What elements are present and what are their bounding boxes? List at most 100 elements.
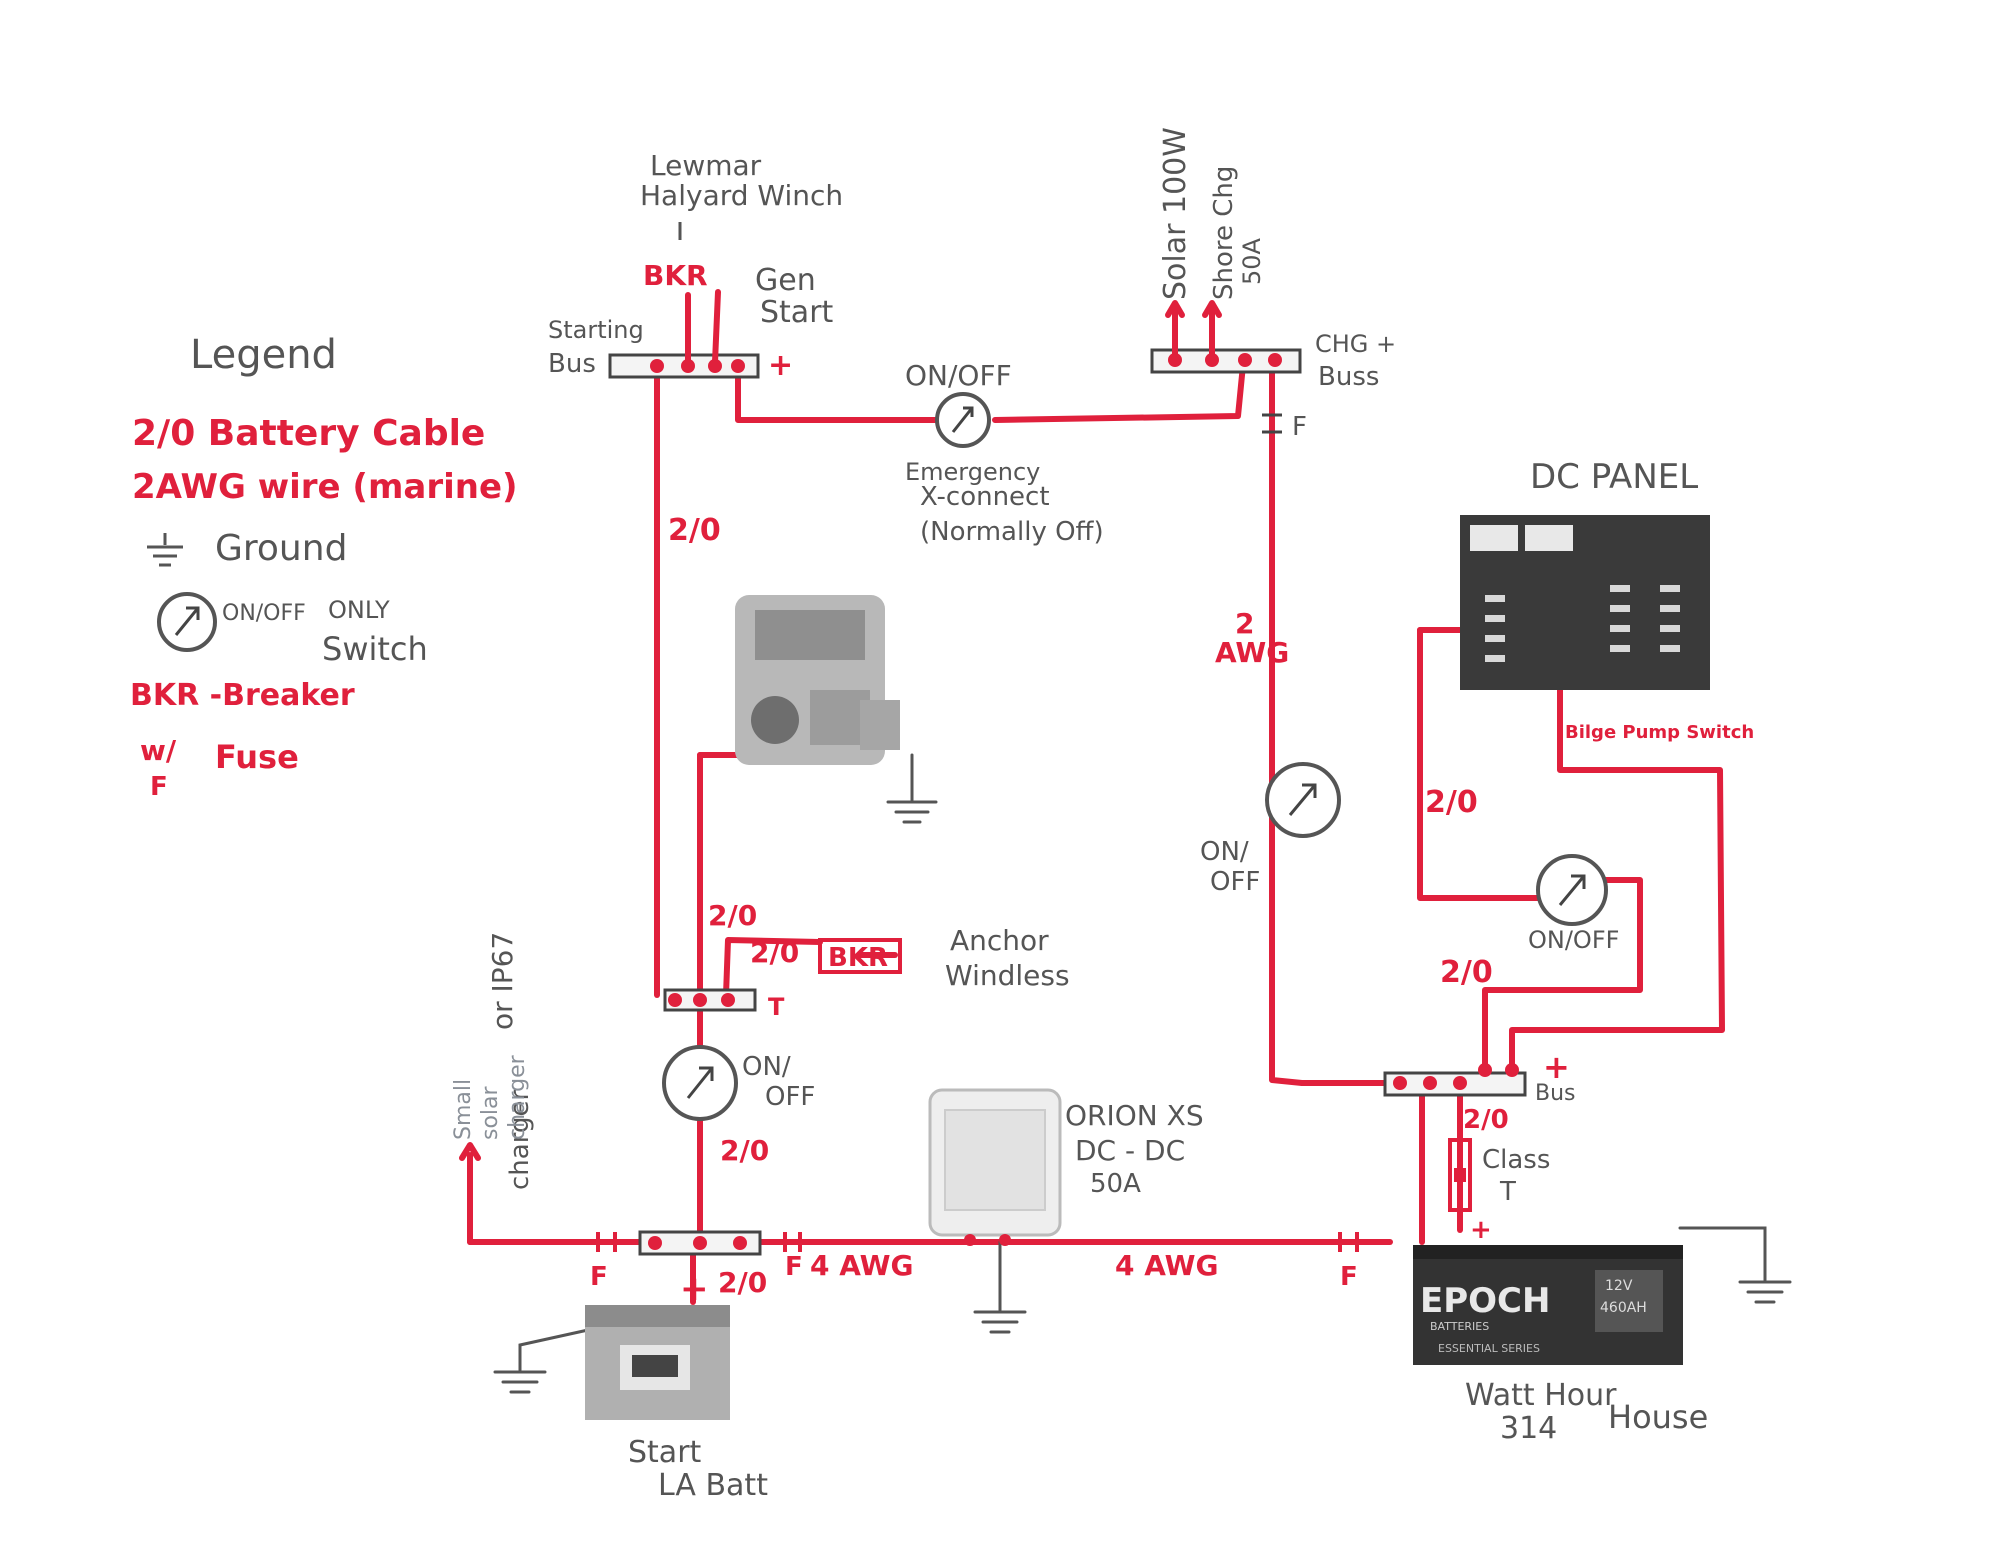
cable-2-0-a: 2/0 [708,899,757,932]
bilge-pump-label: Bilge Pump Switch [1565,722,1754,743]
chg-fuse-label: F [1292,412,1307,442]
chg-bus-line-1: CHG + [1315,330,1396,358]
epoch-voltage: 12V [1605,1278,1633,1294]
orion-line-1: ORION XS [1065,1099,1204,1132]
house-plus: + [1470,1215,1492,1245]
anchor-bkr: BKR [828,943,888,973]
starting-bus-plus: + [768,348,793,383]
starting-bus-line-1: Starting [548,316,644,344]
house-bus-label: Bus [1535,1081,1576,1106]
fuses [596,413,1472,1252]
fuse-right: F [1340,1262,1358,1292]
lewmar-line-2: Halyard Winch [640,179,843,212]
legend-switch-on-off: ON/OFF [222,601,306,626]
awg-left: 4 AWG [810,1249,914,1282]
house-line-3: House [1608,1398,1708,1436]
cable-2-0-right: 2/0 [1425,785,1478,820]
anchor-line-2: Windless [945,959,1070,992]
legend-awg-wire: 2AWG wire (marine) [132,467,518,507]
gen-line-2: Start [760,295,834,330]
start-switch-icon [662,1045,738,1121]
orion-device [928,1088,1062,1246]
awg-line-2: AWG [1215,636,1289,669]
legend-fuse-word: Fuse [215,738,299,776]
x-connect-line-3: (Normally Off) [920,517,1104,547]
legend-breaker: BKR -Breaker [130,678,355,713]
emergency-switch-icon [935,392,991,448]
bottom-left-fuse2-icon [783,1232,802,1252]
class-t-line-2: T [1499,1177,1516,1207]
dc-panel-title: DC PANEL [1530,457,1698,497]
anchor-breaker-box [818,938,902,974]
legend-battery-cable: 2/0 Battery Cable [132,413,485,454]
start-switch-on: ON/ [742,1052,791,1082]
house-battery [1413,1245,1683,1365]
fuse-left-1: F [590,1262,608,1292]
chg-bus-line-2: Buss [1318,362,1379,392]
starting-bus-line-2: Bus [548,349,596,379]
small-line-2: solar [478,1085,503,1140]
cable-2-0-c: 2/0 [720,1134,769,1167]
wiring [467,359,1725,1305]
legend-fuse-wf: w/ [140,734,177,767]
dc-panel [1460,515,1710,690]
x-connect-line-2: X-connect [920,482,1050,512]
t-bus-label: T [768,993,785,1021]
small-line-1: Small [451,1079,476,1140]
x-connect-line-1: Emergency [905,458,1040,486]
legend-ground-icon [147,533,183,567]
fuse-left-2: F [785,1252,803,1282]
class-t-fuse-icon [1448,1138,1472,1212]
gen-line-1: Gen [755,263,816,298]
start-batt-line-2: LA Batt [658,1468,768,1503]
legend-ground: Ground [215,528,347,569]
start-switch-off: OFF [765,1082,815,1112]
awg-line-1: 2 [1235,607,1254,640]
cable-2-0-b: 2/0 [750,936,799,969]
dc-switch-icon [1536,854,1608,926]
lewmar-bkr: BKR [643,259,708,292]
legend-switch-only: ONLY [328,596,390,624]
dc-switch-on-off: ON/OFF [1528,926,1619,954]
cable-2-0-house: 2/0 [1463,1105,1509,1135]
epoch-sub: BATTERIES [1430,1320,1489,1333]
buses [608,348,1527,1256]
awg-mid: 4 AWG [1115,1249,1219,1282]
top-on-off: ON/OFF [905,359,1012,392]
start-plus: + [680,1269,709,1309]
chg-switch-icon [1265,762,1341,838]
chg-switch-on: ON/ [1200,837,1249,867]
house-line-1: Watt Hour [1465,1378,1617,1413]
switches [157,392,1608,1121]
charger-line-1: or IP67 [486,932,519,1030]
epoch-capacity: 460AH [1600,1300,1647,1316]
shore-line-1: Shore Chg [1209,166,1239,300]
shore-line-2: 50A [1238,237,1266,285]
bottom-right-fuse-icon [1338,1232,1359,1252]
legend-title: Legend [190,332,337,378]
charger-line-2: charger [505,1090,535,1190]
orion-line-3: 50A [1090,1169,1141,1199]
bottom-left-fuse-icon [596,1232,617,1252]
anchor-line-1: Anchor [950,924,1049,957]
cable-2-0-left: 2/0 [668,513,721,548]
chg-bus [1150,348,1302,374]
orion-line-2: DC - DC [1075,1134,1185,1167]
grounds [493,753,1792,1394]
chg-switch-off: OFF [1210,867,1260,897]
cable-2-0-rlow: 2/0 [1440,955,1493,990]
house-line-2: 314 [1500,1411,1557,1446]
cable-2-0-bottom: 2/0 [718,1266,767,1299]
start-battery [585,1305,730,1420]
legend-fuse-f: F [150,772,168,802]
epoch-brand: EPOCH [1420,1281,1550,1321]
small-line-3: charger [505,1054,530,1140]
lewmar-line-1: Lewmar [650,149,762,182]
class-t-line-1: Class [1482,1145,1550,1175]
solar-label: Solar 100W [1158,127,1193,300]
legend-switch-icon [157,592,217,652]
house-bus-plus: + [1543,1048,1570,1086]
chg-fuse-icon [1262,413,1282,434]
engine-image [735,595,900,765]
